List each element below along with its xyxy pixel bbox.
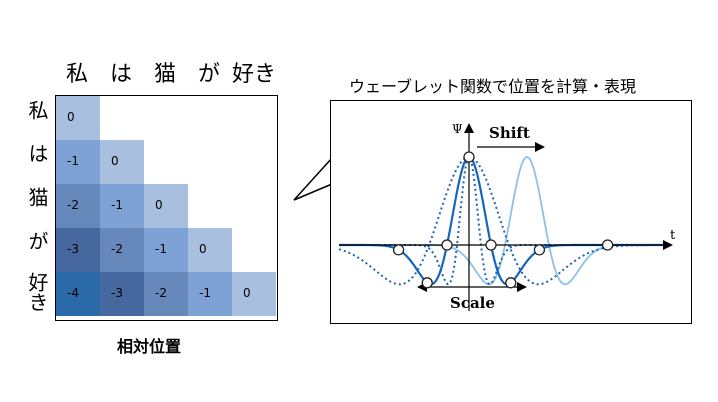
matrix-cell: -1 <box>100 184 144 228</box>
matrix-x-title: 相対位置 <box>117 337 182 356</box>
wavelet-curves <box>338 155 669 286</box>
row-label: が <box>25 231 49 251</box>
matrix-cell: -2 <box>56 184 100 228</box>
narrow-scale-wavelet <box>339 155 669 286</box>
column-label: は <box>109 62 132 87</box>
row-label: は <box>25 143 49 163</box>
matrix-cell: 0 <box>100 140 144 184</box>
shift-label: Shift <box>489 124 530 142</box>
matrix-cell: -1 <box>56 140 100 184</box>
column-label: が <box>197 62 220 87</box>
psi-label: Ψ <box>452 122 463 136</box>
matrix-cell: -2 <box>144 272 188 316</box>
sample-point <box>392 244 405 256</box>
matrix-cell: -2 <box>100 228 144 272</box>
wavelet-panel: Ψ t Shift Scale <box>330 100 692 324</box>
matrix-cell: 0 <box>188 228 232 272</box>
sample-point <box>485 239 497 251</box>
row-label: 猫 <box>25 187 49 207</box>
wide-scale-wavelet <box>338 155 669 286</box>
row-label: 好き <box>25 272 49 312</box>
shifted-wavelet <box>339 156 669 286</box>
matrix-cell: -3 <box>100 272 144 316</box>
scale-label: Scale <box>450 294 495 312</box>
sample-point <box>441 239 453 251</box>
sample-point <box>601 239 614 251</box>
row-label: 私 <box>25 100 49 120</box>
column-label: 猫 <box>153 62 176 87</box>
sample-point <box>463 151 475 163</box>
wavelet-plot: Ψ t Shift Scale <box>338 122 676 312</box>
callout-pointer <box>293 157 333 201</box>
matrix-cell: -1 <box>144 228 188 272</box>
matrix-cell: -3 <box>56 228 100 272</box>
sample-point <box>505 277 517 289</box>
matrix-cell: 0 <box>56 96 100 140</box>
t-label: t <box>670 228 676 243</box>
column-label: 好き <box>231 62 276 87</box>
callout-pointer-line <box>293 157 333 201</box>
base-wavelet <box>339 155 669 286</box>
sample-point <box>533 244 546 256</box>
matrix-cell: 0 <box>232 272 276 316</box>
wavelet-title: ウェーブレット関数で位置を計算・表現 <box>349 77 637 96</box>
matrix-cell: -4 <box>56 272 100 316</box>
column-label: 私 <box>65 62 88 87</box>
matrix-cell: 0 <box>144 184 188 228</box>
matrix-cell: -1 <box>188 272 232 316</box>
sample-point <box>421 277 433 289</box>
wavelet-sample-points <box>392 151 614 289</box>
